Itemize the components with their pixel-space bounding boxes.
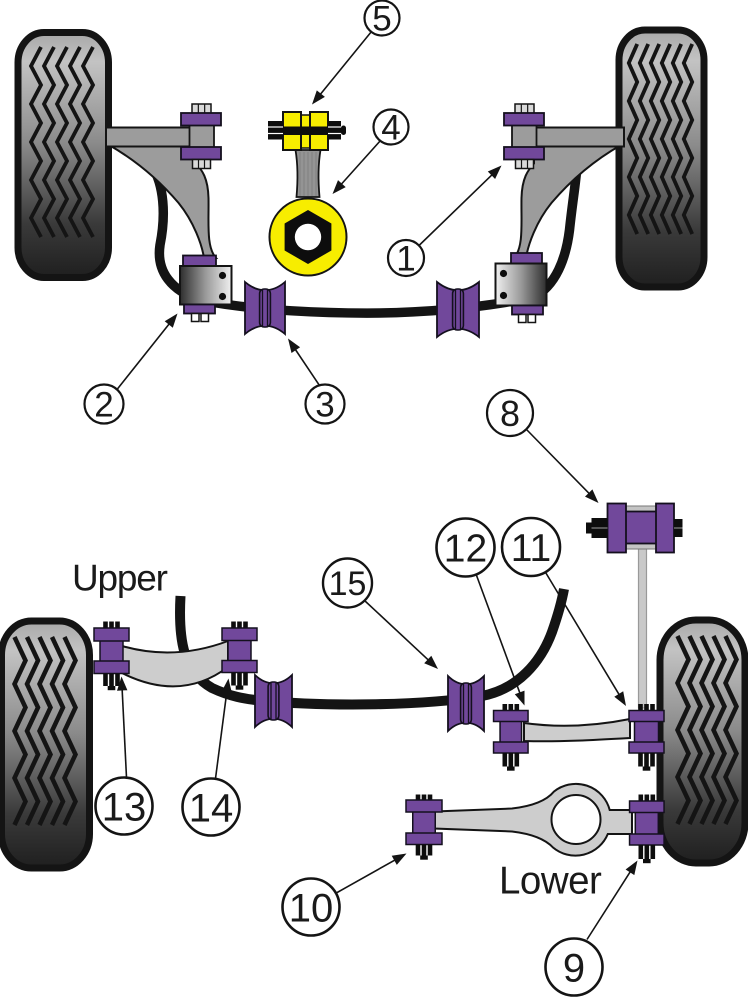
svg-text:Lower: Lower xyxy=(499,860,602,903)
svg-text:9: 9 xyxy=(563,946,585,990)
svg-text:15: 15 xyxy=(329,565,367,603)
svg-text:2: 2 xyxy=(94,386,113,425)
svg-text:13: 13 xyxy=(102,785,147,829)
svg-text:3: 3 xyxy=(315,386,334,425)
svg-text:1: 1 xyxy=(396,240,415,279)
svg-text:10: 10 xyxy=(289,886,334,930)
svg-text:12: 12 xyxy=(444,528,487,571)
svg-text:11: 11 xyxy=(511,527,552,570)
svg-text:8: 8 xyxy=(500,393,520,434)
svg-text:Upper: Upper xyxy=(72,558,168,599)
svg-text:5: 5 xyxy=(372,0,391,39)
svg-text:4: 4 xyxy=(381,109,400,148)
svg-text:14: 14 xyxy=(189,786,234,830)
